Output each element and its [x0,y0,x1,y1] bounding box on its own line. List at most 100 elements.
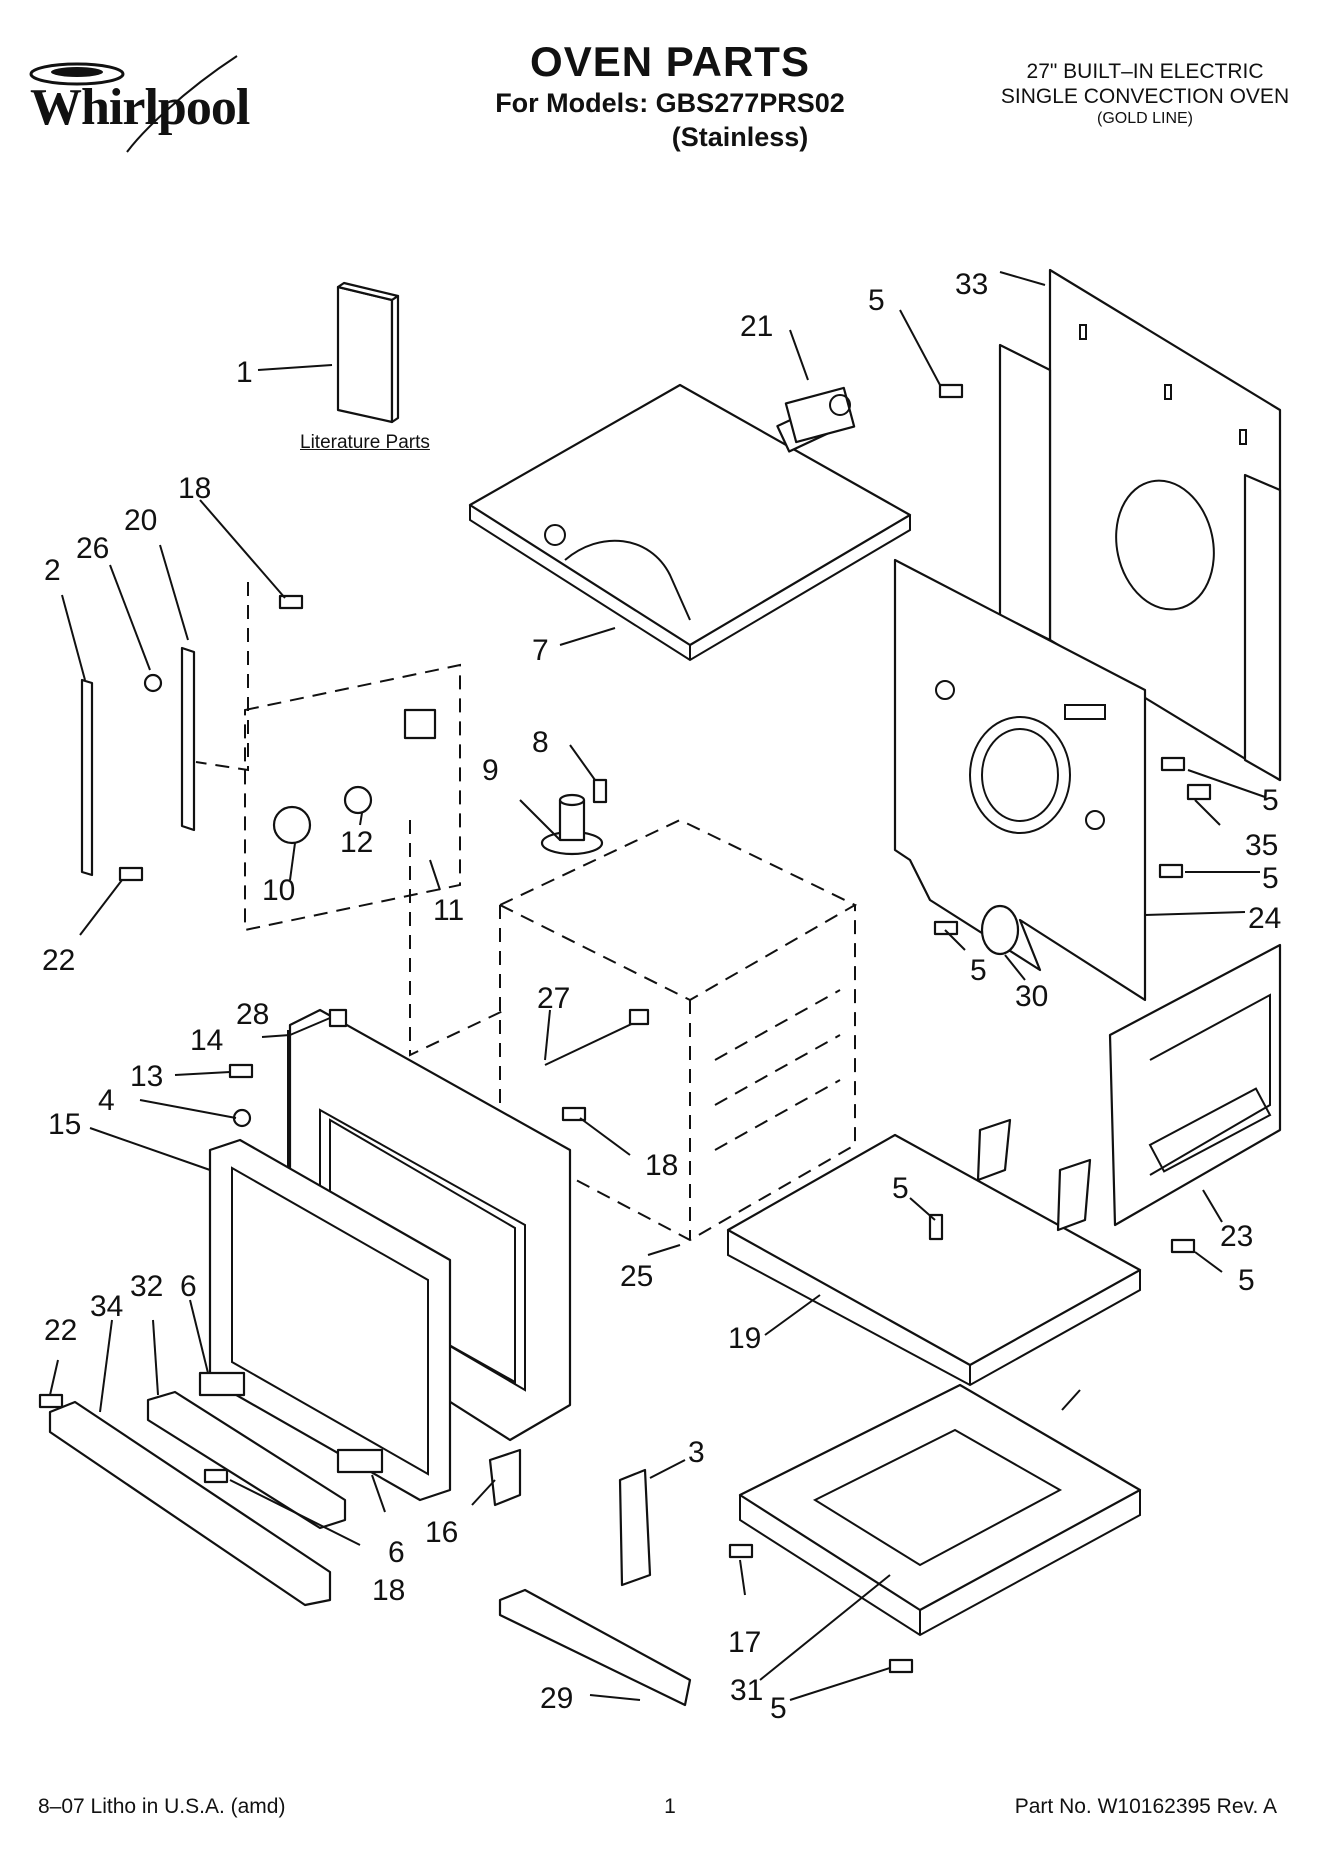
part-6-block-a [198,1371,246,1397]
callout-12: 12 [340,826,373,859]
part-34-trim [48,1400,332,1607]
callout-6-lower: 6 [388,1536,405,1569]
callout-14: 14 [190,1024,223,1057]
brand-name: Whirlpool [30,79,250,136]
models-line: For Models: GBS277PRS02 [495,88,845,118]
footer-litho: 8–07 Litho in U.S.A. (amd) [38,1795,286,1818]
screw-icon [118,866,144,882]
callout-35: 35 [1245,829,1278,862]
screw-icon [888,1658,914,1674]
part-back-bracket [893,558,1147,1002]
screw-icon [1160,756,1186,772]
callout-18-bottom: 18 [372,1574,405,1607]
part-side-panel [1108,943,1282,1227]
lamp-leader-dash [409,820,506,1057]
callout-31: 31 [730,1674,763,1707]
callout-5-right-upper: 5 [1262,784,1279,817]
page-title: OVEN PARTS [530,38,810,85]
callout-10: 10 [262,874,295,907]
part-lamp-bulb [343,785,373,815]
product-description-line1: 27" BUILT–IN ELECTRIC [1026,60,1264,83]
part-small-bracket [1186,783,1212,801]
literature-parts-label: Literature Parts [300,432,430,453]
callout-23: 23 [1220,1220,1253,1253]
callout-5-tray: 5 [770,1692,787,1725]
screw-icon [1158,863,1184,879]
brand-logo: Whirlpool [22,52,272,162]
callout-32: 32 [130,1270,163,1303]
callout-21: 21 [740,310,773,343]
callout-9: 9 [482,754,499,787]
screw-icon [203,1468,229,1484]
callout-5-bottom-panel: 5 [892,1172,909,1205]
callout-27: 27 [537,982,570,1015]
callout-5-side-panel: 5 [1238,1264,1255,1297]
footer-page-number: 1 [664,1795,676,1818]
part-literature-booklet [336,281,400,424]
screw-icons [38,383,1196,1674]
part-20-strip [180,646,196,832]
product-description-line3: (GOLD LINE) [1096,110,1193,127]
part-fan-motor [980,904,1020,956]
part-32-channel [146,1390,347,1530]
part-lamp-socket [403,708,437,740]
screw-icon [933,920,959,936]
callout-2: 2 [44,554,61,587]
part-21-component [784,386,856,444]
logo-swoosh-icon [29,55,238,153]
callout-18-cavity: 18 [645,1149,678,1182]
product-description-line2: SINGLE CONVECTION OVEN [1000,85,1290,108]
callout-7: 7 [532,634,549,667]
callout-26: 26 [76,532,109,565]
screw-icon [592,778,608,804]
part-9-knob [540,793,604,856]
callout-15: 15 [48,1108,81,1141]
callout-22-upper: 22 [42,944,75,977]
callout-19: 19 [728,1322,761,1355]
callout-3: 3 [688,1436,705,1469]
screw-icon [228,1063,254,1079]
screw-icon [561,1106,587,1122]
callout-17: 17 [728,1626,761,1659]
leader-lines [49,271,1266,1701]
callout-1: 1 [236,356,253,389]
callout-20: 20 [124,504,157,537]
part-2-strip [80,678,94,877]
screw-icon [328,1008,348,1028]
part-oven-cavity [497,818,858,1242]
part-29-shield [498,1588,692,1707]
screw-icon [938,383,964,399]
callout-18-top: 18 [178,472,211,505]
part-3-bracket [618,1468,652,1587]
part-rear-panel [998,268,1282,782]
part-bottom-panel [726,1118,1142,1387]
callout-11: 11 [433,894,464,927]
part-27-sensor [544,1008,650,1066]
screw-icon [232,1108,252,1128]
screw-icon [1170,1238,1196,1254]
callout-5-mid: 5 [970,954,987,987]
callout-24: 24 [1248,902,1281,935]
screw-icon [728,1543,754,1559]
callout-29: 29 [540,1682,573,1715]
callout-33: 33 [955,268,988,301]
callout-25: 25 [620,1260,653,1293]
finish-label: (Stainless) [671,122,809,152]
strip-leader-dash [195,582,249,772]
part-lamp-assembly-outline [244,663,461,932]
part-6-block-b [336,1448,384,1474]
footer-part-number: Part No. W10162395 Rev. A [1014,1795,1277,1818]
callout-5-right-lower: 5 [1262,862,1279,895]
callout-16: 16 [425,1516,458,1549]
screw-icon [278,594,304,610]
callout-6-upper: 6 [180,1270,197,1303]
screw-icon [38,1393,64,1409]
callout-5-top: 5 [868,284,885,317]
part-bottom-tray [738,1383,1142,1637]
part-16-bracket [488,1448,522,1507]
callout-30: 30 [1015,980,1048,1013]
callout-34: 34 [90,1290,123,1323]
part-26-grommet [143,673,163,693]
callout-13: 13 [130,1060,163,1093]
